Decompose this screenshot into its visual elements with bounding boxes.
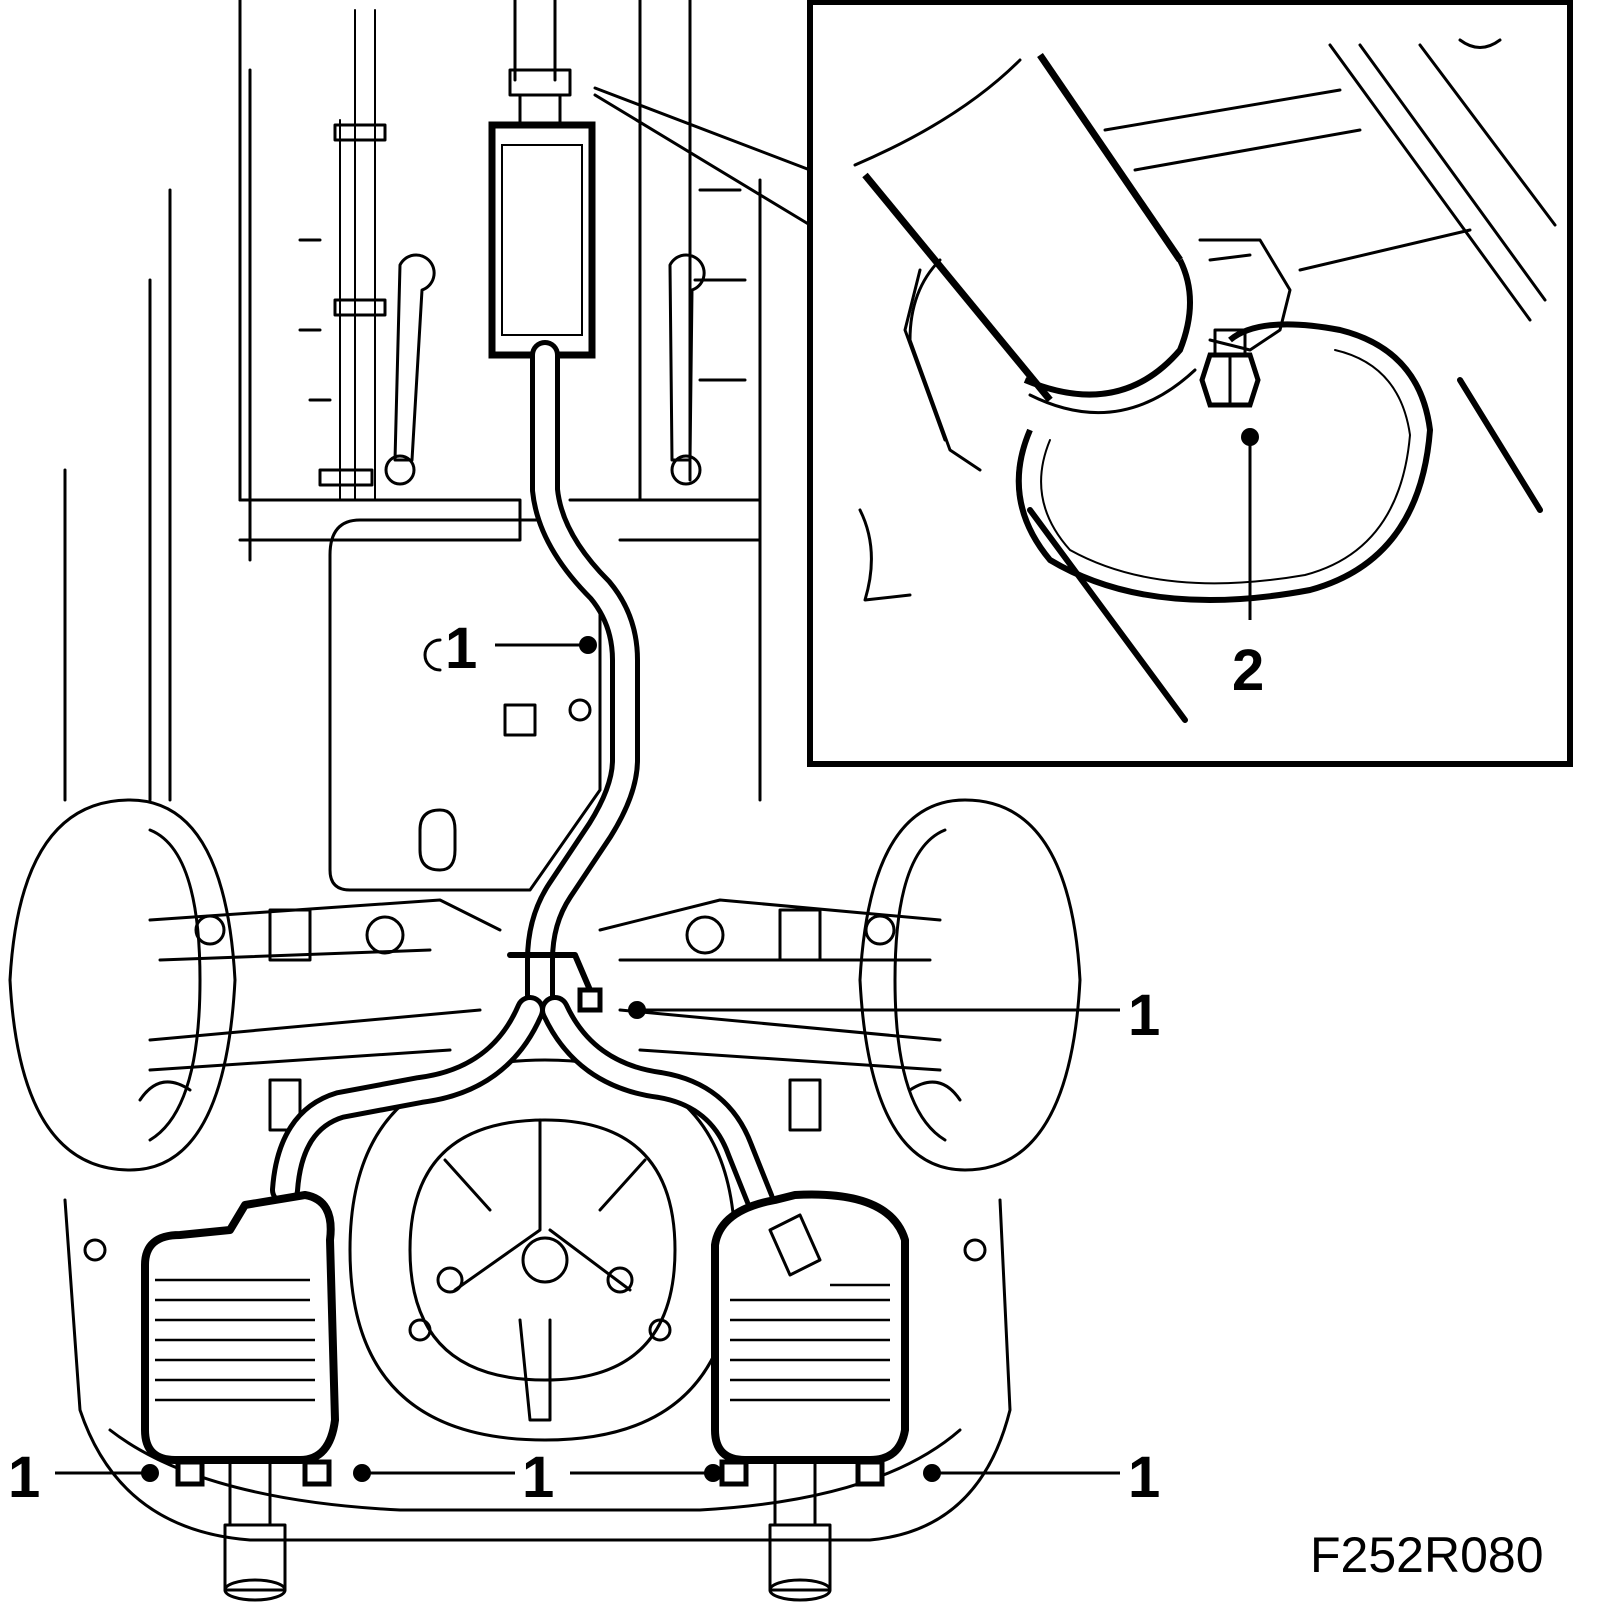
inset-frame xyxy=(807,0,1573,767)
callout-hanger-left-outer: 1 xyxy=(8,1445,159,1510)
callout-hanger-right-outer: 1 xyxy=(923,1445,1160,1510)
callout-label: 1 xyxy=(445,616,477,681)
left-wheel xyxy=(8,798,237,1172)
callout-label: 1 xyxy=(8,1445,40,1510)
callout-nut-inset: 2 xyxy=(1232,428,1264,703)
hex-nut-icon xyxy=(1199,328,1261,408)
rubber-hanger-icon xyxy=(175,1459,885,1487)
callout-label: 2 xyxy=(1232,638,1264,703)
vehicle-underbody xyxy=(8,0,1082,1542)
center-silencer xyxy=(488,121,596,359)
inset-detail xyxy=(593,0,1573,767)
rubber-hanger-icon xyxy=(507,952,603,1013)
callout-label: 1 xyxy=(1128,1445,1160,1510)
left-rear-silencer xyxy=(141,1191,339,1602)
spare-wheel-well xyxy=(348,1058,737,1442)
right-wheel xyxy=(858,798,1082,1172)
callout-hanger-rear-axle: 1 xyxy=(628,983,1160,1048)
callout-label: 1 xyxy=(1128,983,1160,1048)
exhaust-system xyxy=(141,0,909,1602)
figure-code: F252R080 xyxy=(1310,1527,1544,1583)
callout-hanger-center: 1 xyxy=(445,616,597,681)
callout-hanger-center-rear: 1 xyxy=(353,1445,722,1510)
callout-label: 1 xyxy=(522,1445,554,1510)
